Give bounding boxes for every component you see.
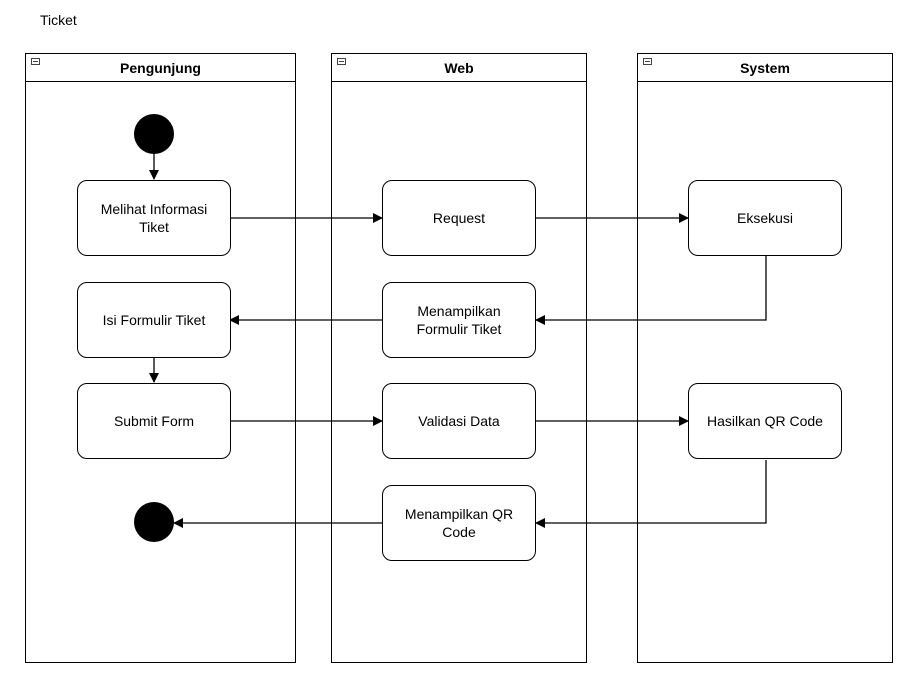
lane-title: System	[740, 59, 790, 76]
node-request[interactable]: Request	[382, 180, 536, 256]
lane-system: System	[637, 53, 893, 663]
collapse-icon[interactable]	[31, 58, 40, 65]
node-eksekusi[interactable]: Eksekusi	[688, 180, 842, 256]
start-node[interactable]	[134, 114, 174, 154]
lane-title: Web	[444, 59, 474, 76]
lane-pengunjung: Pengunjung	[25, 53, 296, 663]
lane-web: Web	[331, 53, 587, 663]
lane-header-system: System	[638, 54, 892, 82]
diagram-title: Ticket	[40, 12, 77, 28]
node-isi-formulir-tiket[interactable]: Isi Formulir Tiket	[77, 282, 231, 358]
collapse-icon[interactable]	[337, 58, 346, 65]
lane-title: Pengunjung	[120, 59, 201, 76]
node-menampilkan-formulir-tiket[interactable]: Menampilkan Formulir Tiket	[382, 282, 536, 358]
node-menampilkan-qr-code[interactable]: Menampilkan QR Code	[382, 485, 536, 561]
node-melihat-informasi-tiket[interactable]: Melihat Informasi Tiket	[77, 180, 231, 256]
collapse-icon[interactable]	[643, 58, 652, 65]
node-hasilkan-qr-code[interactable]: Hasilkan QR Code	[688, 383, 842, 459]
node-validasi-data[interactable]: Validasi Data	[382, 383, 536, 459]
lane-header-pengunjung: Pengunjung	[26, 54, 295, 82]
lane-header-web: Web	[332, 54, 586, 82]
node-submit-form[interactable]: Submit Form	[77, 383, 231, 459]
edge-eksekusi-to-menampilkan-formulir	[535, 256, 767, 325]
edge-hasilkan-to-menampilkan-qr	[535, 460, 767, 528]
end-node[interactable]	[134, 502, 174, 542]
